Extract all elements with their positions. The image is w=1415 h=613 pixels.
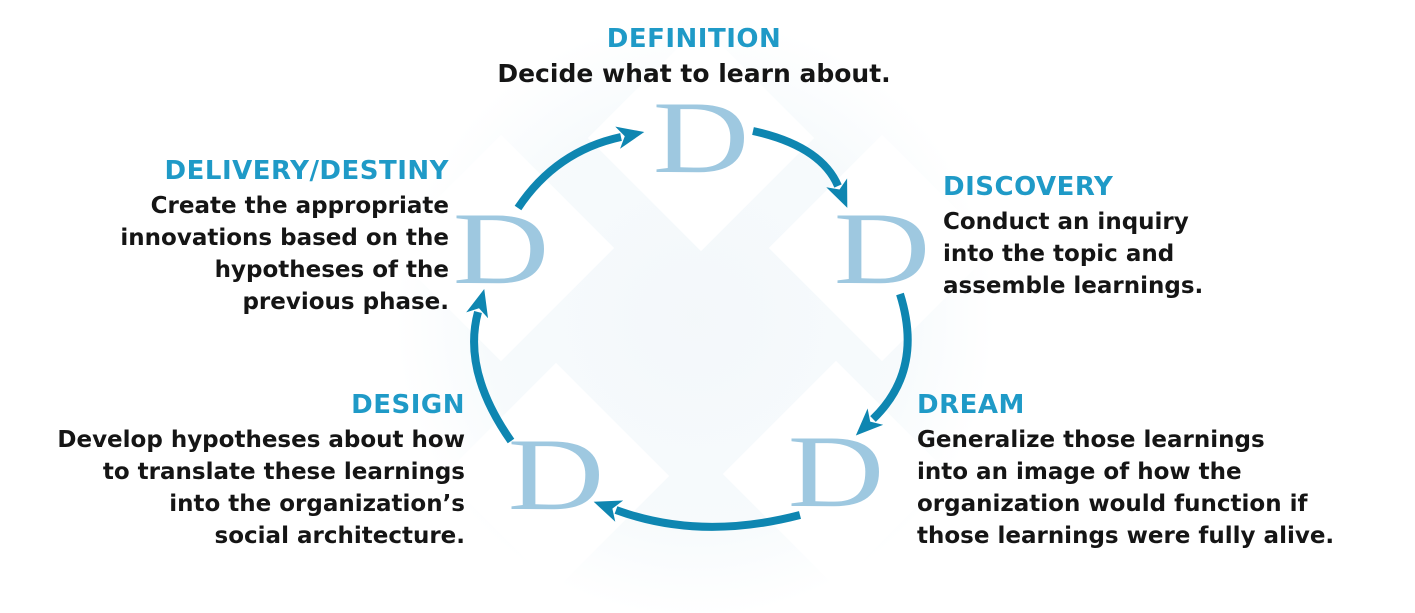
diamond-shape <box>722 360 950 588</box>
phase-design-description-line: Develop hypotheses about how <box>57 427 465 453</box>
phase-discovery-heading: DISCOVERY <box>943 172 1114 202</box>
phase-dream-description-line: organization would function if <box>917 491 1308 517</box>
phase-delivery-description-line: previous phase. <box>242 289 449 315</box>
phase-definition: DEFINITION Decide what to learn about. <box>394 24 994 90</box>
phase-delivery-description-line: hypotheses of the <box>214 257 449 283</box>
phase-definition-heading: DEFINITION <box>606 24 782 54</box>
phase-dream: DREAM Generalize those learnings into an… <box>917 390 1412 552</box>
phase-design-description-line: to translate these learnings <box>102 459 465 485</box>
phase-discovery-description-line: into the topic and <box>943 241 1175 267</box>
background-diamonds <box>387 24 996 590</box>
phase-delivery-description-line: Create the appropriate <box>150 193 449 219</box>
phase-delivery-description-line: innovations based on the <box>120 225 449 251</box>
phase-dream-heading: DREAM <box>917 390 1025 420</box>
arrow-definition-to-discovery-icon <box>752 127 848 208</box>
diamond-shape <box>587 24 815 252</box>
phase-design-description-line: into the organization’s <box>169 491 465 517</box>
phase-dream-description-line: those learnings were fully alive. <box>917 523 1335 549</box>
diamond-shape <box>387 134 615 362</box>
phase-discovery-description-line: Conduct an inquiry <box>943 209 1189 235</box>
phase-dream-description-line: Generalize those learnings <box>917 427 1265 453</box>
phase-letter-discovery: D <box>834 192 931 306</box>
arrow-dream-to-design-icon <box>593 500 802 531</box>
phase-letter-delivery: D <box>453 192 550 306</box>
phase-letter-definition: D <box>653 81 750 195</box>
phase-delivery-heading: DELIVERY/DESTINY <box>164 156 449 186</box>
arrow-design-to-delivery-icon <box>466 289 515 444</box>
phase-design-description-line: social architecture. <box>214 523 465 549</box>
phase-discovery-description-line: assemble learnings. <box>943 273 1204 299</box>
arrow-delivery-to-definition-icon <box>514 126 645 211</box>
arrow-discovery-to-dream-icon <box>855 292 912 436</box>
phase-delivery-destiny: DELIVERY/DESTINY Create the appropriate … <box>99 156 449 318</box>
phase-definition-description: Decide what to learn about. <box>497 59 891 88</box>
phase-letter-design: D <box>508 418 605 532</box>
phase-design: DESIGN Develop hypotheses about how to t… <box>5 390 465 552</box>
phase-design-heading: DESIGN <box>351 390 465 420</box>
diamond-shape <box>768 134 996 362</box>
phase-dream-description-line: into an image of how the <box>917 459 1242 485</box>
phase-discovery: DISCOVERY Conduct an inquiry into the to… <box>943 172 1273 302</box>
phase-letter-dream: D <box>788 415 885 529</box>
